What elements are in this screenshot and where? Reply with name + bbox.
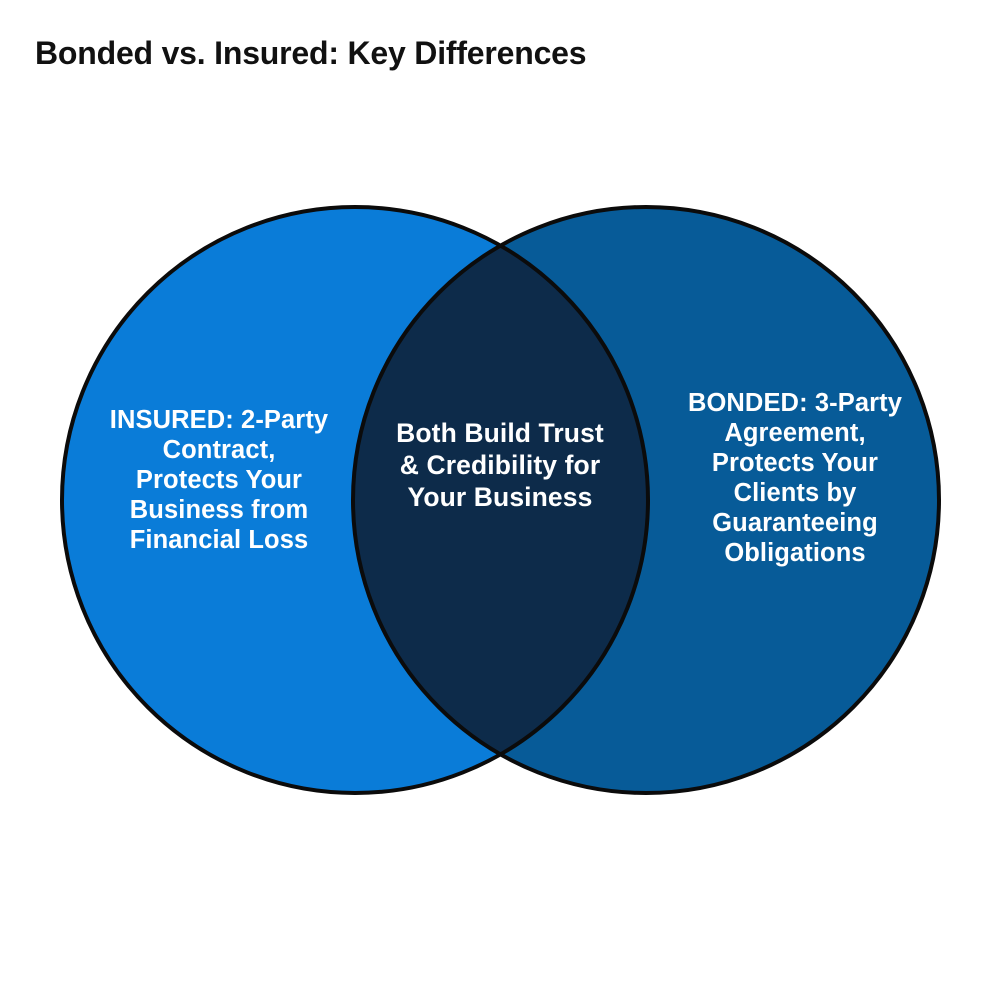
insured-circle-outline xyxy=(60,205,650,795)
insured-circle-label: INSURED: 2-Party Contract, Protects Your… xyxy=(109,406,329,554)
bonded-circle-label: BONDED: 3-Party Agreement, Protects Your… xyxy=(687,389,903,567)
page-title: Bonded vs. Insured: Key Differences xyxy=(35,35,587,71)
bonded-circle-outline xyxy=(351,205,941,795)
overlap-label: Both Build Trust & Credibility for Your … xyxy=(396,418,604,512)
